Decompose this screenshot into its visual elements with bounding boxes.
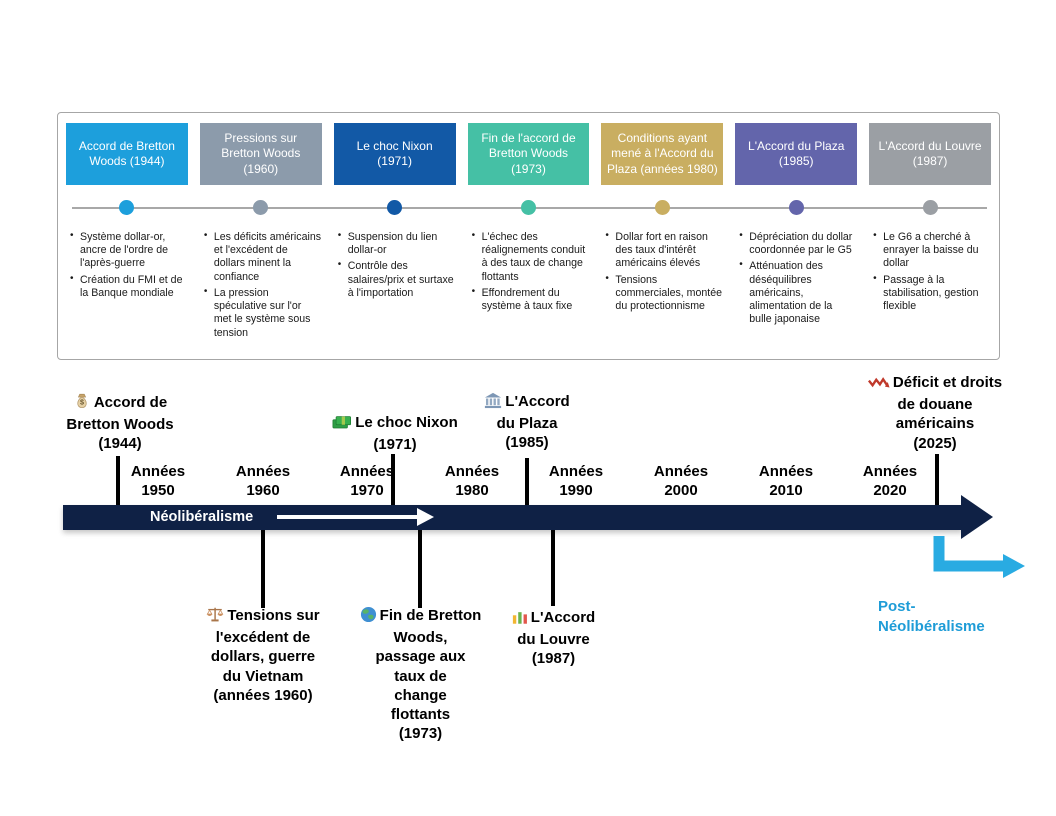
panel-column-bretton-woods-1944: Accord de Bretton Woods (1944) Système d… bbox=[66, 123, 188, 359]
dot-row bbox=[735, 185, 857, 229]
globe-icon bbox=[360, 606, 377, 628]
bullet-item: Effondrement du système à taux fixe bbox=[471, 286, 590, 313]
panel-column-accord-louvre-1987: L'Accord du Louvre (1987) Le G6 a cherch… bbox=[869, 123, 991, 359]
event-accord-plaza-1985: L'Accord du Plaza (1985) bbox=[462, 392, 592, 453]
neoliberalisme-arrow-bar bbox=[63, 505, 963, 530]
bullet-list: Système dollar-or, ancre de l'ordre de l… bbox=[66, 230, 188, 300]
event-accord-louvre-1987: L'Accord du Louvre (1987) bbox=[496, 608, 611, 669]
bullet-item: La pression spéculative sur l'or met le … bbox=[203, 286, 322, 340]
timeline-dot bbox=[922, 199, 938, 215]
post-neoliberalisme-label: Post- Néolibéralisme bbox=[878, 598, 985, 635]
dot-row bbox=[601, 185, 723, 229]
event-label: Accord de Bretton Woods (1944) bbox=[66, 394, 174, 453]
decade-label-1960: Années 1960 bbox=[235, 463, 291, 499]
white-arrow-line bbox=[277, 515, 417, 519]
timeline-dot bbox=[119, 199, 135, 215]
bullet-item: Suspension du lien dollar-or bbox=[337, 230, 456, 257]
post-neoliberalisme-elbow-arrow bbox=[933, 536, 1025, 578]
tick-1985 bbox=[525, 458, 529, 506]
bullet-item: L'échec des réalignements conduit à des … bbox=[471, 230, 590, 284]
event-label: Le choc Nixon (1971) bbox=[355, 414, 458, 454]
bullet-item: Tensions commerciales, montée du protect… bbox=[604, 273, 723, 314]
bullet-item: Dépréciation du dollar coordonnée par le… bbox=[738, 230, 857, 257]
decade-label-1980: Années 1980 bbox=[444, 463, 500, 499]
event-label: L'Accord du Louvre (1987) bbox=[517, 609, 596, 668]
scale-icon bbox=[206, 606, 224, 628]
timeline-dot bbox=[654, 199, 670, 215]
panel-column-choc-nixon-1971: Le choc Nixon (1971) Suspension du lien … bbox=[333, 123, 456, 359]
decade-label-2010: Années 2010 bbox=[758, 463, 814, 499]
panel-box-title: Pressions sur Bretton Woods (1960) bbox=[199, 123, 322, 185]
event-choc-nixon-1971: Le choc Nixon (1971) bbox=[300, 413, 490, 454]
panel-box-title: Accord de Bretton Woods (1944) bbox=[66, 123, 188, 185]
timeline-dot bbox=[788, 199, 804, 215]
tick-2025 bbox=[935, 454, 939, 506]
event-bretton-woods-1944: $Accord de Bretton Woods (1944) bbox=[35, 392, 205, 454]
event-tensions-vietnam-1960s: Tensions sur l'excédent de dollars, guer… bbox=[186, 606, 340, 705]
tick-1987 bbox=[551, 530, 555, 606]
event-label: Déficit et droits de douane américains (… bbox=[892, 374, 1003, 452]
panel-column-conditions-plaza-1980: Conditions ayant mené à l'Accord du Plaz… bbox=[601, 123, 724, 359]
decade-label-1990: Années 1990 bbox=[548, 463, 604, 499]
panel-box-title: Le choc Nixon (1971) bbox=[333, 123, 456, 185]
bullet-item: Passage à la stabilisation, gestion flex… bbox=[872, 273, 991, 314]
event-label: Tensions sur l'excédent de dollars, guer… bbox=[210, 607, 320, 704]
dot-row bbox=[869, 185, 991, 229]
downtrend-icon bbox=[867, 375, 890, 395]
neoliberalisme-arrowhead bbox=[961, 495, 993, 539]
tick-1973 bbox=[418, 530, 422, 608]
panel-box-title: Fin de l'accord de Bretton Woods (1973) bbox=[467, 123, 590, 185]
tick-1971 bbox=[391, 454, 395, 506]
bullet-item: Système dollar-or, ancre de l'ordre de l… bbox=[69, 230, 188, 271]
bullet-list: Dépréciation du dollar coordonnée par le… bbox=[735, 230, 857, 327]
bullet-list: Dollar fort en raison des taux d'intérêt… bbox=[601, 230, 723, 314]
bank-icon bbox=[484, 392, 502, 414]
decade-label-2020: Années 2020 bbox=[862, 463, 918, 499]
panel-box-title: L'Accord du Plaza (1985) bbox=[735, 123, 858, 185]
dot-row bbox=[468, 185, 590, 229]
panel-column-pressions-1960: Pressions sur Bretton Woods (1960) Les d… bbox=[199, 123, 322, 359]
dot-row bbox=[334, 185, 456, 229]
money-bag-icon: $ bbox=[73, 392, 91, 415]
bullet-list: Les déficits américains et l'excédent de… bbox=[200, 230, 322, 340]
bullet-item: Atténuation des déséquilibres américains… bbox=[738, 259, 857, 326]
timeline-dot bbox=[253, 199, 269, 215]
bullet-item: Création du FMI et de la Banque mondiale bbox=[69, 273, 188, 300]
bullet-list: Suspension du lien dollar-or Contrôle de… bbox=[334, 230, 456, 300]
event-deficit-douane-2025: Déficit et droits de douane américains (… bbox=[850, 373, 1020, 453]
panel-column-accord-plaza-1985: L'Accord du Plaza (1985) Dépréciation du… bbox=[735, 123, 858, 359]
tick-1960s bbox=[261, 530, 265, 608]
neoliberalisme-label: Néolibéralisme bbox=[150, 509, 254, 525]
summary-panel: Accord de Bretton Woods (1944) Système d… bbox=[57, 112, 1000, 360]
bullet-list: L'échec des réalignements conduit à des … bbox=[468, 230, 590, 313]
event-fin-bretton-woods-1973: Fin de Bretton Woods, passage aux taux d… bbox=[348, 606, 493, 743]
event-label: L'Accord du Plaza (1985) bbox=[496, 393, 570, 452]
svg-text:$: $ bbox=[80, 398, 84, 407]
decade-label-1950: Années 1950 bbox=[130, 463, 186, 499]
banknotes-icon bbox=[332, 415, 352, 435]
timeline-dot bbox=[387, 199, 403, 215]
dot-row bbox=[200, 185, 322, 229]
bullet-item: Contrôle des salaires/prix et surtaxe à … bbox=[337, 259, 456, 300]
panel-grid: Accord de Bretton Woods (1944) Système d… bbox=[58, 113, 999, 359]
timeline-dot bbox=[520, 199, 536, 215]
panel-column-fin-accord-1973: Fin de l'accord de Bretton Woods (1973) … bbox=[467, 123, 590, 359]
bullet-item: Dollar fort en raison des taux d'intérêt… bbox=[604, 230, 723, 271]
event-label: Fin de Bretton Woods, passage aux taux d… bbox=[375, 607, 482, 743]
bar-chart-icon bbox=[512, 610, 528, 630]
bullet-item: Les déficits américains et l'excédent de… bbox=[203, 230, 322, 284]
bullet-list: Le G6 a cherché à enrayer la baisse du d… bbox=[869, 230, 991, 314]
panel-box-title: L'Accord du Louvre (1987) bbox=[869, 123, 991, 185]
dot-row bbox=[66, 185, 188, 229]
decade-label-1970: Années 1970 bbox=[339, 463, 395, 499]
tick-1944 bbox=[116, 456, 120, 506]
white-arrow-head bbox=[417, 508, 434, 526]
panel-box-title: Conditions ayant mené à l'Accord du Plaz… bbox=[601, 123, 724, 185]
bullet-item: Le G6 a cherché à enrayer la baisse du d… bbox=[872, 230, 991, 271]
decade-label-2000: Années 2000 bbox=[653, 463, 709, 499]
